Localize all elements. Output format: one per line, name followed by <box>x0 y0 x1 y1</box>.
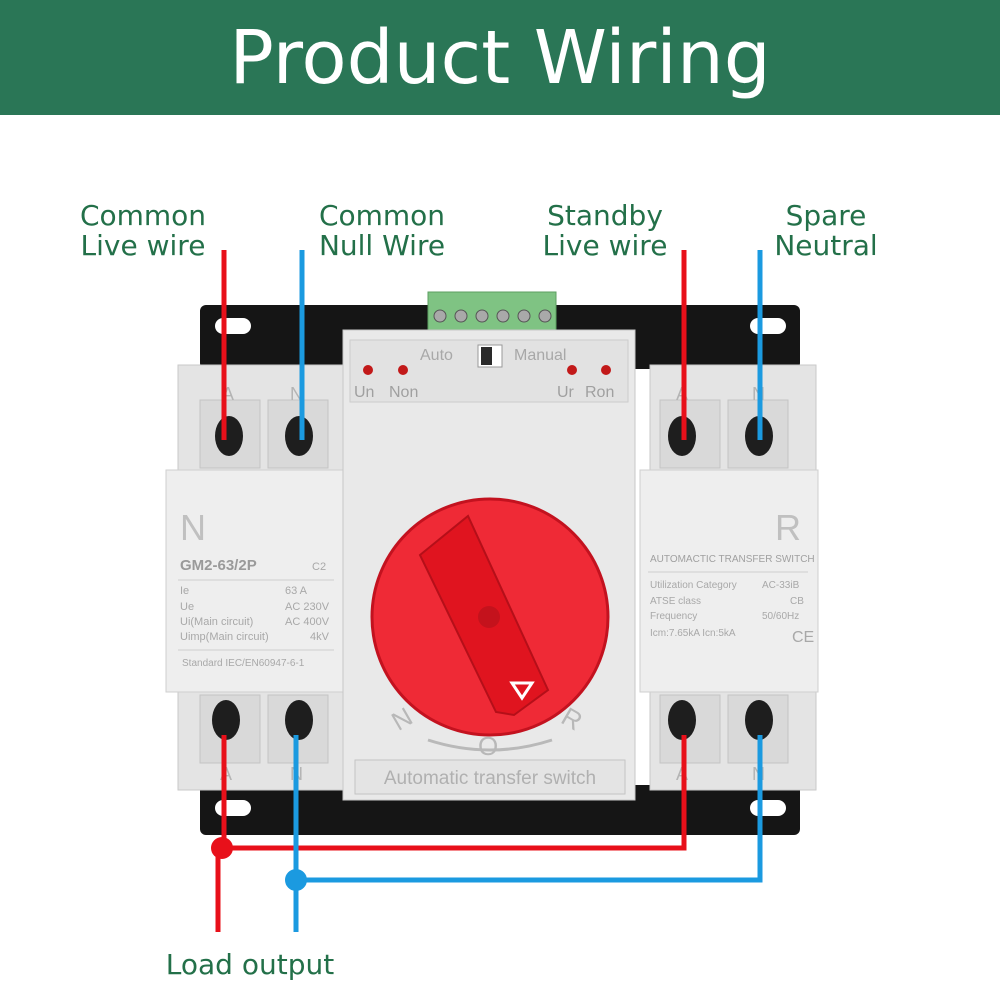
icm-text: Icm:7.65kA Icn:5kA <box>650 628 736 639</box>
led-ur <box>567 365 577 375</box>
label-common-null-wire: Common Null Wire <box>300 201 464 261</box>
label-line: Null Wire <box>318 229 446 262</box>
live-output-wire <box>221 735 687 851</box>
label-load-output: Load output <box>165 948 335 981</box>
spec-key: Ie <box>180 585 189 597</box>
dial-o-text: O <box>478 731 498 761</box>
model-text: GM2-63/2P <box>180 557 257 574</box>
led-label: Non <box>389 384 418 401</box>
led-non <box>398 365 408 375</box>
label-line: Live wire <box>80 229 206 262</box>
spec-value: CB <box>790 596 804 607</box>
mode-auto-text: Auto <box>420 347 453 364</box>
mode-manual-text: Manual <box>514 347 566 364</box>
right-breaker-module <box>639 364 819 791</box>
device-bottom-label: Automatic transfer switch <box>384 768 596 789</box>
spec-key: Frequency <box>650 611 697 622</box>
spec-value: 4kV <box>310 631 330 643</box>
spec-value: AC-33iB <box>762 580 800 591</box>
label-standby-live-wire: Standby Live wire <box>534 201 676 261</box>
spec-key: Ue <box>180 601 194 613</box>
spec-value: AC 400V <box>285 616 330 628</box>
neutral-junction-dot <box>285 869 307 891</box>
led-ron <box>601 365 611 375</box>
spec-key: Uimp(Main circuit) <box>180 631 269 643</box>
device-labels: Auto Manual Un Non Ur Ron A N A N A N A … <box>178 347 815 789</box>
source-n-letter: N <box>180 507 206 548</box>
control-terminal-block <box>427 291 557 331</box>
led-label: Ur <box>557 384 575 401</box>
standard-text: Standard IEC/EN60947-6-1 <box>182 658 305 669</box>
label-line: Common <box>79 199 207 232</box>
spec-key: ATSE class <box>650 596 701 607</box>
spec-key: Ui(Main circuit) <box>180 616 253 628</box>
left-breaker-module <box>165 364 349 791</box>
label-spare-neutral: Spare Neutral <box>766 201 886 261</box>
label-line: Neutral <box>774 229 878 262</box>
label-line: Spare <box>785 199 867 232</box>
neutral-output-wire <box>293 735 763 883</box>
page-title: Product Wiring <box>229 15 771 101</box>
led-un <box>363 365 373 375</box>
header-banner: Product Wiring <box>0 0 1000 115</box>
label-line: Common <box>318 199 446 232</box>
ats-title: AUTOMACTIC TRANSFER SWITCH <box>650 554 815 565</box>
source-r-letter: R <box>775 507 801 548</box>
wiring <box>211 250 763 932</box>
spec-value: 50/60Hz <box>762 611 799 622</box>
label-line: Standby <box>547 199 663 232</box>
live-junction-dot <box>211 837 233 859</box>
led-label: Ron <box>585 384 614 401</box>
label-line: Live wire <box>542 229 668 262</box>
spec-value: 63 A <box>285 585 308 597</box>
label-common-live-wire: Common Live wire <box>68 201 218 261</box>
class-text: C2 <box>312 561 326 573</box>
spec-value: AC 230V <box>285 601 330 613</box>
ce-mark: CE <box>792 629 814 646</box>
led-label: Un <box>354 384 374 401</box>
rotary-selector-knob <box>370 497 610 752</box>
spec-key: Utilization Category <box>650 580 737 591</box>
